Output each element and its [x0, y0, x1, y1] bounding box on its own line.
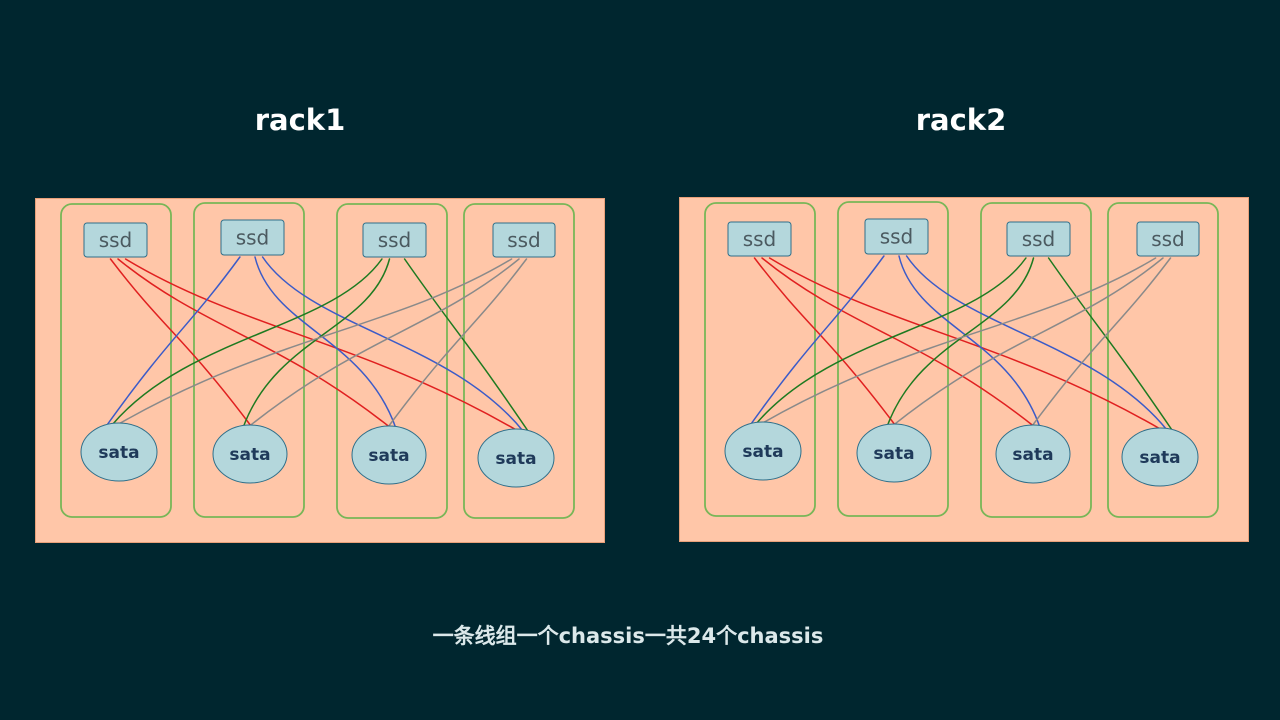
cable-red-to-sata-3	[117, 258, 392, 429]
ssd-node: ssd	[492, 222, 556, 258]
column-box-1	[704, 202, 816, 517]
sata-node: sata	[477, 428, 555, 488]
ssd-box	[220, 219, 285, 256]
sata-disk	[80, 422, 158, 482]
ssd-node: ssd	[362, 222, 427, 258]
cables	[750, 255, 1173, 431]
ssd-node: ssd	[864, 218, 929, 255]
sata-disk	[351, 425, 427, 485]
cable-red-to-sata-3	[761, 257, 1036, 428]
ssd-node: ssd	[83, 222, 148, 258]
ssd-label: ssd	[99, 228, 133, 252]
column-box-3	[980, 202, 1092, 518]
sata-label: sata	[873, 444, 914, 464]
cables	[106, 256, 529, 432]
sata-label: sata	[98, 443, 139, 463]
ssd-node: ssd	[220, 219, 285, 256]
sata-node: sata	[856, 423, 932, 483]
cable-green-to-sata-4	[1047, 257, 1173, 431]
cable-green-to-sata-1	[755, 257, 1027, 425]
cable-gray-to-sata-2	[247, 258, 520, 428]
ssd-box	[362, 222, 427, 258]
ssd-label: ssd	[1022, 227, 1056, 251]
cable-blue-to-sata-4	[261, 256, 524, 432]
cable-gray-to-sata-3	[386, 258, 528, 429]
ssd-box	[492, 222, 556, 258]
cable-green-to-sata-1	[111, 258, 383, 426]
cable-gray-to-sata-3	[1030, 257, 1172, 428]
ssd-node: ssd	[1136, 221, 1200, 257]
cable-gray-to-sata-2	[891, 257, 1164, 427]
ssd-label: ssd	[378, 228, 412, 252]
ssd-box	[727, 221, 792, 257]
sata-node: sata	[995, 424, 1071, 484]
sata-disk	[856, 423, 932, 483]
sata-node: sata	[724, 421, 802, 481]
sata-node: sata	[351, 425, 427, 485]
sata-label: sata	[495, 449, 536, 469]
ssd-label: ssd	[236, 226, 270, 250]
sata-label: sata	[368, 446, 409, 466]
column-box-3	[336, 203, 448, 519]
sata-node: sata	[1121, 427, 1199, 487]
cable-blue-to-sata-1	[106, 256, 241, 426]
column-box-4	[1107, 202, 1219, 518]
sata-disk	[212, 424, 288, 484]
column-box-2	[837, 201, 949, 517]
ssd-box	[1136, 221, 1200, 257]
cable-gray-to-sata-1	[760, 257, 1157, 425]
column-box-2	[193, 202, 305, 518]
rack2-diagram: ssd sata ssd sata ssd sata ssd sata	[704, 201, 1219, 518]
cable-red-to-sata-4	[124, 258, 519, 432]
column-box-1	[60, 203, 172, 518]
column-box-4	[463, 203, 575, 519]
sata-disk	[995, 424, 1071, 484]
sata-label: sata	[1139, 448, 1180, 468]
rack1-panel: ssd sata ssd sata ssd sata ssd sata	[35, 198, 605, 543]
ssd-node: ssd	[1006, 221, 1071, 257]
cable-green-to-sata-2	[242, 258, 391, 428]
cable-red-to-sata-2	[753, 257, 897, 427]
sata-node: sata	[80, 422, 158, 482]
sata-label: sata	[742, 442, 783, 462]
rack1-diagram: ssd sata ssd sata ssd sata ssd sata	[60, 202, 575, 519]
cable-blue-to-sata-3	[898, 255, 1041, 428]
rack2-title: rack2	[915, 103, 1007, 137]
caption: 一条线组一个chassis一共24个chassis	[432, 624, 824, 648]
ssd-box	[1006, 221, 1071, 257]
rack2-panel: ssd sata ssd sata ssd sata ssd sata	[679, 197, 1249, 542]
ssd-box	[864, 218, 929, 255]
rack1-title: rack1	[254, 103, 346, 137]
cable-blue-to-sata-1	[750, 255, 885, 425]
sata-disk	[477, 428, 555, 488]
ssd-node: ssd	[727, 221, 792, 257]
sata-label: sata	[229, 445, 270, 465]
sata-node: sata	[212, 424, 288, 484]
cable-green-to-sata-4	[403, 258, 529, 432]
ssd-label: ssd	[1151, 227, 1185, 251]
sata-disk	[724, 421, 802, 481]
sata-label: sata	[1012, 445, 1053, 465]
cable-green-to-sata-2	[886, 257, 1035, 427]
cable-gray-to-sata-1	[116, 258, 513, 426]
ssd-box	[83, 222, 148, 258]
cable-blue-to-sata-4	[905, 255, 1168, 431]
cable-red-to-sata-4	[768, 257, 1163, 431]
ssd-label: ssd	[743, 227, 777, 251]
cable-red-to-sata-2	[109, 258, 253, 428]
ssd-label: ssd	[880, 225, 914, 249]
cable-blue-to-sata-3	[254, 256, 397, 429]
ssd-label: ssd	[507, 228, 541, 252]
sata-disk	[1121, 427, 1199, 487]
